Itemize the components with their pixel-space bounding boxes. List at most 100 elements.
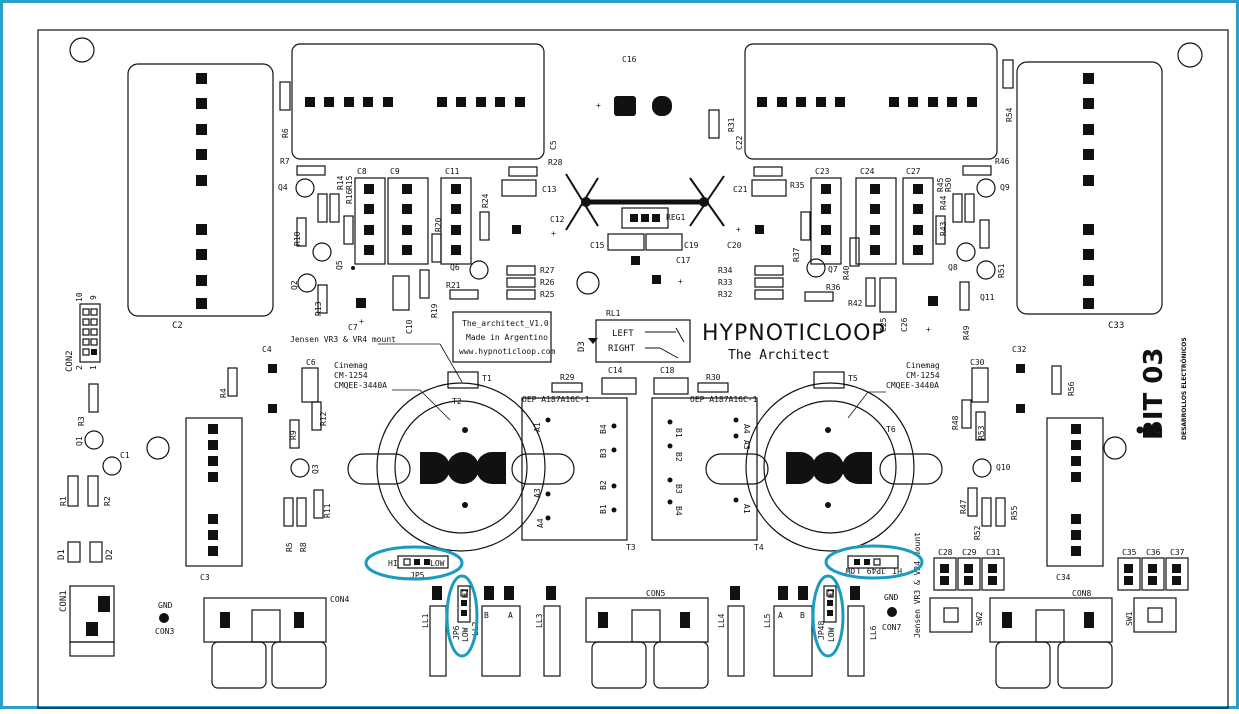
label-r42: R42 <box>848 299 863 308</box>
label-r12: R12 <box>319 411 328 426</box>
label-q3: Q3 <box>311 464 320 474</box>
cinemag-right-2: CM-1254 <box>906 371 940 380</box>
label-rl1: RL1 <box>606 309 621 318</box>
label-c12: C12 <box>550 215 565 224</box>
diode-d1 <box>67 541 81 563</box>
label-b4: B4 <box>599 424 608 434</box>
switch-ll1 <box>429 605 447 677</box>
resistor-r40 <box>849 237 860 267</box>
jumper-jp49[interactable] <box>847 555 899 569</box>
label-con7: CON7 <box>882 623 901 632</box>
label-con2-2: 2 <box>75 365 84 370</box>
label-c35: C35 <box>1122 548 1137 557</box>
jumper-jp6[interactable] <box>457 585 471 623</box>
diode-d2 <box>89 541 103 563</box>
label-c24: C24 <box>860 167 875 176</box>
cap-c2-outline <box>127 63 274 317</box>
resistor-r3 <box>88 383 99 413</box>
label-r19: R19 <box>430 303 439 318</box>
label-q6: Q6 <box>450 263 460 272</box>
label-r8: R8 <box>299 542 308 552</box>
transistor-q7 <box>806 258 826 278</box>
cinemag-left-1: Cinemag <box>334 361 368 370</box>
label-gnd-2: GND <box>884 593 899 602</box>
resistor-r54 <box>1002 59 1014 89</box>
label-c2: C2 <box>172 321 183 331</box>
label-t6: T6 <box>886 425 896 434</box>
label-r3: R3 <box>77 416 86 426</box>
label-q8: Q8 <box>948 263 958 272</box>
transistor-q10 <box>972 458 992 478</box>
label-r33: R33 <box>718 278 733 287</box>
label-q1: Q1 <box>75 436 84 446</box>
info-line-3: www.hypnoticloop.com <box>459 347 556 356</box>
label-r40: R40 <box>842 265 851 280</box>
resistor-r28 <box>508 166 538 177</box>
mount-hole-ml <box>146 436 170 460</box>
label-con2-10: 10 <box>75 292 84 302</box>
label-d2: D2 <box>105 549 115 560</box>
resistor-r13 <box>317 284 328 314</box>
cap-c22-outline <box>744 43 998 160</box>
resistor-r24 <box>479 211 490 241</box>
switch-sw2 <box>929 597 973 633</box>
label-r28: R28 <box>548 158 563 167</box>
label-con4: CON4 <box>330 595 349 604</box>
cinemag-right-3: CMQEE-3440A <box>886 381 939 390</box>
label-jp6: JP6 <box>452 625 461 640</box>
label-con2: CON2 <box>65 350 75 372</box>
maker-logo-sub: DESARROLLOS ELECTRÓNICOS <box>1181 337 1188 440</box>
label-ll2-a: A <box>508 611 513 620</box>
cap-c8 <box>354 177 386 265</box>
svg-text:+: + <box>359 317 364 326</box>
jumper-jp5[interactable] <box>397 555 449 569</box>
label-r34: R34 <box>718 266 733 275</box>
resistor-r43 <box>935 215 946 245</box>
label-r31: R31 <box>727 117 736 132</box>
label-c20: C20 <box>727 241 742 250</box>
label-q10: Q10 <box>996 463 1011 472</box>
cap-c27 <box>902 177 934 265</box>
resistor-r15 <box>329 193 340 223</box>
resistor-r10 <box>296 217 307 247</box>
resistor-r49 <box>959 281 970 311</box>
cap-c18 <box>653 377 689 395</box>
resistor-r48 <box>961 399 972 429</box>
transistor-q6 <box>469 260 489 280</box>
mount-hole-mr <box>1103 436 1127 460</box>
cap-c24 <box>855 177 897 265</box>
label-c16: C16 <box>622 55 637 64</box>
label-c31: C31 <box>986 548 1001 557</box>
label-c36: C36 <box>1146 548 1161 557</box>
label-r1: R1 <box>59 496 68 506</box>
cap-c33-outline <box>1016 61 1163 315</box>
label-jp49-low: LOW <box>845 566 860 575</box>
label-sw2: SW2 <box>975 611 984 626</box>
label-a4: A4 <box>536 518 545 528</box>
label-r5: R5 <box>285 542 294 552</box>
resistor-r9 <box>289 419 300 449</box>
label-q2: Q2 <box>290 280 299 290</box>
svg-text:+: + <box>596 101 601 110</box>
label-t2: T2 <box>452 397 462 406</box>
resistor-r31 <box>708 109 720 139</box>
label-t1: T1 <box>482 374 492 383</box>
cap-c25 <box>879 277 897 313</box>
resistor-r46 <box>962 165 992 176</box>
jumper-jp48[interactable] <box>823 585 837 623</box>
label-t3: T3 <box>626 543 636 552</box>
label-r6: R6 <box>281 128 290 138</box>
cap-c16-pad-a <box>614 96 636 116</box>
cap-c2-pads <box>196 73 207 309</box>
transistor-q4 <box>295 178 315 198</box>
label-c1: C1 <box>120 451 130 460</box>
resistor-r50 <box>964 193 975 223</box>
label-r36: R36 <box>826 283 841 292</box>
label-r51: R51 <box>997 263 1006 278</box>
label-con1: CON1 <box>59 590 69 612</box>
info-box <box>452 311 552 363</box>
label-a1: A1 <box>533 422 542 432</box>
label-r15: R15 <box>345 175 354 190</box>
